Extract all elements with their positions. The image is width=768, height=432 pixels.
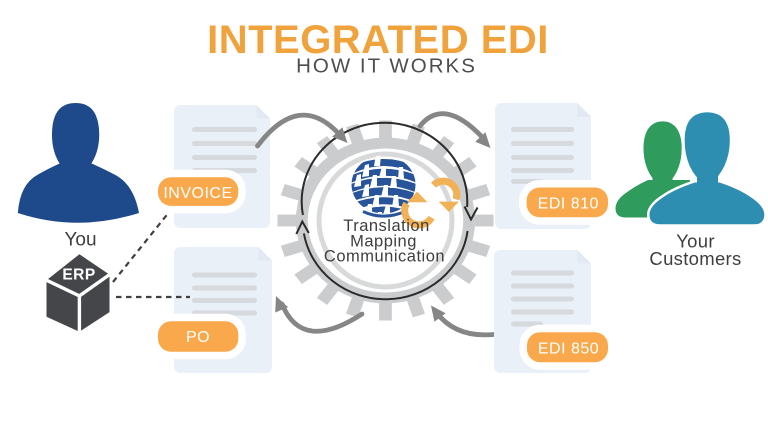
svg-text:Your: Your bbox=[676, 231, 715, 252]
svg-text:Communication: Communication bbox=[324, 248, 445, 266]
svg-text:INTEGRATED EDI: INTEGRATED EDI bbox=[207, 18, 549, 62]
svg-text:EDI 850: EDI 850 bbox=[538, 340, 599, 357]
svg-text:Customers: Customers bbox=[649, 248, 741, 269]
svg-text:You: You bbox=[64, 230, 96, 251]
svg-text:HOW IT WORKS: HOW IT WORKS bbox=[296, 55, 477, 78]
svg-text:PO: PO bbox=[186, 329, 210, 346]
svg-text:Mapping: Mapping bbox=[350, 232, 417, 250]
svg-text:ERP: ERP bbox=[62, 267, 95, 284]
svg-text:INVOICE: INVOICE bbox=[163, 185, 232, 202]
svg-text:EDI 810: EDI 810 bbox=[538, 196, 599, 213]
svg-text:Translation: Translation bbox=[343, 217, 430, 235]
